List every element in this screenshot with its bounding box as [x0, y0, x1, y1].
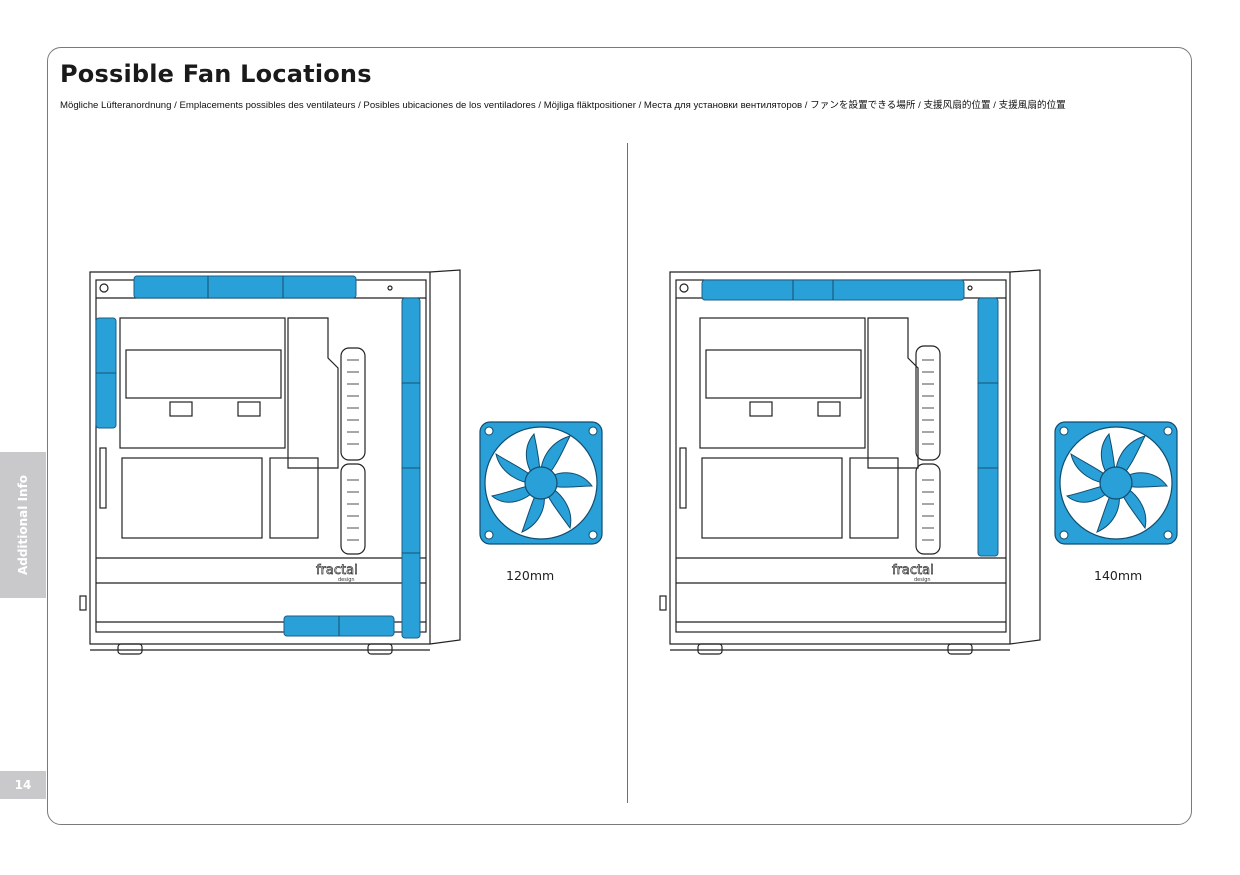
case-logo-right: fractal — [892, 563, 934, 578]
page-title: Possible Fan Locations — [60, 60, 372, 88]
fan-size-label-left: 120mm — [506, 568, 555, 583]
case-logo-sub-right: design — [914, 577, 931, 583]
page-subtitle: Mögliche Lüfteranordnung / Emplacements … — [60, 100, 1066, 111]
case-logo-left: fractal — [316, 563, 358, 578]
panel-divider — [627, 143, 629, 803]
page-number: 14 — [0, 771, 46, 799]
fan-120mm-illustration — [479, 421, 603, 545]
side-tab: Additional Info — [0, 452, 46, 598]
page-frame — [47, 47, 1192, 825]
case-diagram-right: fractal design — [659, 269, 1041, 655]
case-logo-sub-left: design — [338, 577, 355, 583]
side-tab-label: Additional Info — [16, 474, 30, 576]
fan-140mm-illustration — [1054, 421, 1178, 545]
fan-size-label-right: 140mm — [1094, 568, 1143, 583]
case-diagram-left: fractal design — [79, 269, 461, 655]
